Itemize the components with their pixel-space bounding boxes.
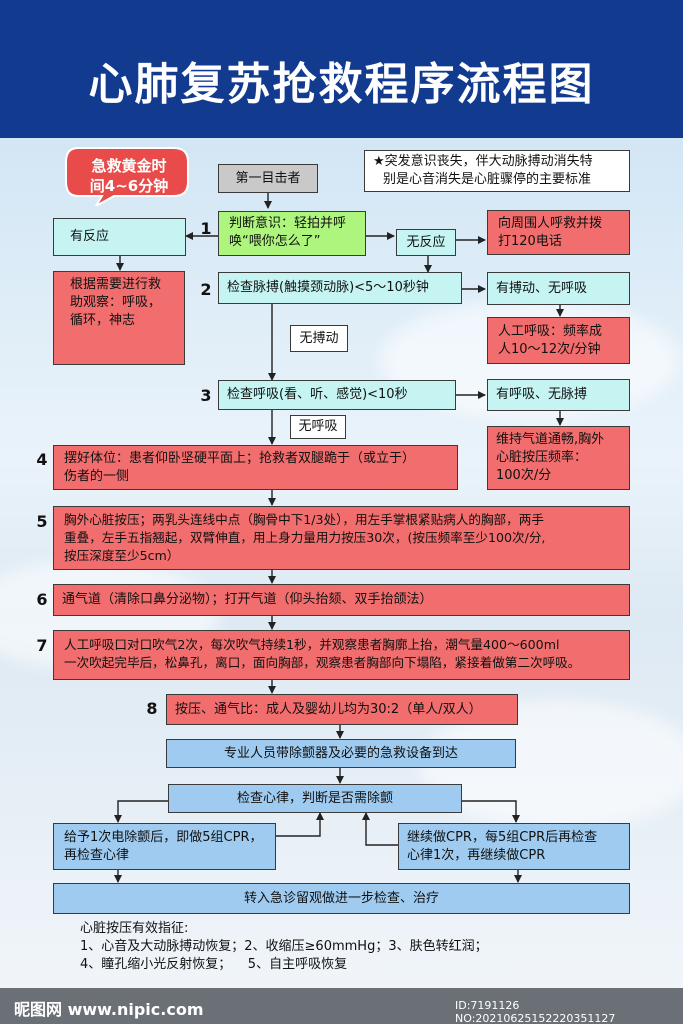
title-banner: 心肺复苏抢救程序流程图	[0, 0, 683, 138]
step3-label: 检查呼吸(看、听、感觉)<10秒	[227, 387, 408, 402]
unresponsive-label: 无反应	[406, 234, 446, 250]
effective-heading: 心脏按压有效指征:	[80, 921, 189, 936]
continue-cpr-box: 继续做CPR，每5组CPR后再检查 心律1次，再继续做CPR	[398, 823, 630, 870]
check-rhythm-label: 检查心律，判断是否需除颤	[236, 790, 393, 806]
professionals-arrive-label: 专业人员带除颤器及必要的急救设备到达	[223, 745, 458, 761]
defibrillation-box: 给予1次电除颤后，即做5组CPR， 再检查心律	[53, 823, 276, 870]
step-number-1: 1	[200, 219, 212, 238]
breath-no-pulse-box: 有呼吸、无脉搏	[487, 379, 630, 411]
note-line: 别是心音消失是心脏骤停的主要标准	[383, 172, 592, 187]
golden-time-line: 间4~6分钟	[89, 177, 169, 195]
golden-time-line: 急救黄金时	[91, 157, 167, 175]
step5-line: 重叠，左手五指翘起，双臂伸直，用上身力量用力按压30次，(按压频率至少100次/…	[64, 530, 546, 545]
step-number-5: 5	[36, 512, 48, 531]
step-number-4: 4	[36, 450, 48, 469]
step-number-7: 7	[36, 636, 48, 655]
effective-line: 1、心音及大动脉搏动恢复；2、收缩压≥60mmHg；3、肤色转红润；	[80, 939, 488, 954]
pulse-no-breath-label: 有搏动、无呼吸	[496, 280, 588, 296]
check-rhythm-box: 检查心律，判断是否需除颤	[168, 784, 462, 813]
effective-signs: 心脏按压有效指征: 1、心音及大动脉搏动恢复；2、收缩压≥60mmHg；3、肤色…	[80, 920, 488, 974]
observe-box: 根据需要进行救 助观察：呼吸， 循环，神志	[53, 271, 185, 365]
observe-line: 循环，神志	[70, 313, 136, 328]
step8-label: 按压、通气比：成人及婴幼儿均为30:2（单人/双人）	[175, 701, 482, 717]
step-number-3: 3	[200, 386, 212, 405]
step7-rescue-breathing: 人工呼吸口对口吹气2次，每次吹气持续1秒，并观察患者胸廓上抬，潮气量400～60…	[53, 630, 630, 680]
continue-cpr-line: 心律1次，再继续做CPR	[407, 848, 546, 863]
defibrillation-line: 给予1次电除颤后，即做5组CPR，	[64, 830, 263, 845]
step6-airway: 通气道（清除口鼻分泌物）；打开气道（仰头抬颏、双手抬颌法）	[53, 584, 630, 616]
call-help-line: 向周围人呼救并拨	[498, 216, 603, 231]
step7-line: 人工呼吸口对口吹气2次，每次吹气持续1秒，并观察患者胸廓上抬，潮气量400～60…	[64, 637, 560, 652]
continue-cpr-line: 继续做CPR，每5组CPR后再检查	[407, 830, 598, 845]
observe-line: 根据需要进行救	[70, 277, 162, 292]
step4-line: 伤者的一侧	[64, 469, 130, 484]
unresponsive-box: 无反应	[396, 229, 456, 256]
step7-line: 一次吹起完毕后，松鼻孔，离口，面向胸部，观察患者胸部向下塌陷，紧接着做第二次呼吸…	[64, 655, 581, 670]
responsive-label: 有反应	[70, 229, 110, 244]
watermark-bar: 昵图网 www.nipic.com ID:7191126 NO:20210625…	[0, 988, 683, 1024]
golden-time-text: 急救黄金时 间4~6分钟	[70, 156, 188, 196]
step2-check-pulse: 检查脉搏(触摸颈动脉)<5～10秒钟	[218, 272, 462, 304]
maintain-line: 维持气道通畅,胸外	[496, 432, 605, 447]
first-witness-label: 第一目击者	[235, 170, 301, 186]
step5-line: 按压深度至少5cm）	[64, 548, 180, 563]
no-breath-box: 无呼吸	[290, 415, 346, 439]
rescue-breath-line: 人10～12次/分钟	[498, 342, 601, 357]
maintain-airway-box: 维持气道通畅,胸外 心脏按压频率： 100次/分	[487, 426, 630, 490]
step1-check-consciousness: 判断意识：轻拍并呼 唤“喂你怎么了”	[218, 211, 366, 256]
no-breath-label: 无呼吸	[298, 419, 338, 434]
step-number-2: 2	[200, 280, 212, 299]
note-line: ★突发意识丧失，伴大动脉搏动消失特	[373, 154, 593, 169]
page-title: 心肺复苏抢救程序流程图	[88, 59, 595, 110]
step-number-6: 6	[36, 590, 48, 609]
first-witness-box: 第一目击者	[218, 164, 318, 193]
rescue-breath-line: 人工呼吸：频率成	[498, 324, 603, 339]
maintain-line: 100次/分	[496, 468, 552, 483]
pulse-no-breath-box: 有搏动、无呼吸	[487, 272, 630, 305]
effective-line: 4、瞳孔缩小光反射恢复； 5、自主呼吸恢复	[80, 957, 348, 972]
call-help-box: 向周围人呼救并拨 打120电话	[487, 210, 630, 255]
step5-chest-compression: 胸外心脏按压；两乳头连线中点（胸骨中下1/3处），用左手掌根紧贴病人的胸部，两手…	[53, 506, 630, 570]
transfer-label: 转入急诊留观做进一步检查、治疗	[243, 890, 439, 906]
step1-line: 唤“喂你怎么了”	[229, 234, 321, 249]
step2-label: 检查脉搏(触摸颈动脉)<5～10秒钟	[227, 280, 429, 295]
transfer-box: 转入急诊留观做进一步检查、治疗	[53, 883, 630, 914]
step6-label: 通气道（清除口鼻分泌物）；打开气道（仰头抬颏、双手抬颌法）	[62, 592, 433, 607]
maintain-line: 心脏按压频率：	[496, 450, 588, 465]
step-number-8: 8	[146, 699, 158, 718]
no-pulse-box: 无搏动	[290, 325, 348, 352]
step4-position: 摆好体位：患者仰卧坚硬平面上；抢救者双腿跪于（或立于） 伤者的一侧	[53, 445, 458, 490]
defibrillation-line: 再检查心律	[64, 848, 130, 863]
golden-time-bubble	[65, 147, 189, 206]
rescue-breath-box: 人工呼吸：频率成 人10～12次/分钟	[487, 317, 630, 364]
watermark-site: 昵图网 www.nipic.com	[14, 1000, 204, 1019]
breath-no-pulse-label: 有呼吸、无脉搏	[496, 387, 588, 402]
no-pulse-label: 无搏动	[299, 330, 339, 346]
step8-ratio: 按压、通气比：成人及婴幼儿均为30:2（单人/双人）	[166, 694, 518, 725]
watermark-id: ID:7191126 NO:20210625152220351127	[455, 999, 616, 1024]
step3-check-breathing: 检查呼吸(看、听、感觉)<10秒	[218, 380, 456, 410]
step1-line: 判断意识：轻拍并呼	[229, 216, 347, 231]
professionals-arrive-box: 专业人员带除颤器及必要的急救设备到达	[166, 739, 516, 768]
step4-line: 摆好体位：患者仰卧坚硬平面上；抢救者双腿跪于（或立于）	[64, 451, 416, 466]
observe-line: 助观察：呼吸，	[70, 295, 162, 310]
call-help-line: 打120电话	[498, 234, 562, 249]
responsive-box: 有反应	[53, 218, 186, 256]
cardiac-arrest-note: ★突发意识丧失，伴大动脉搏动消失特 别是心音消失是心脏骤停的主要标准	[364, 150, 630, 192]
step5-line: 胸外心脏按压；两乳头连线中点（胸骨中下1/3处），用左手掌根紧贴病人的胸部，两手	[64, 512, 544, 527]
